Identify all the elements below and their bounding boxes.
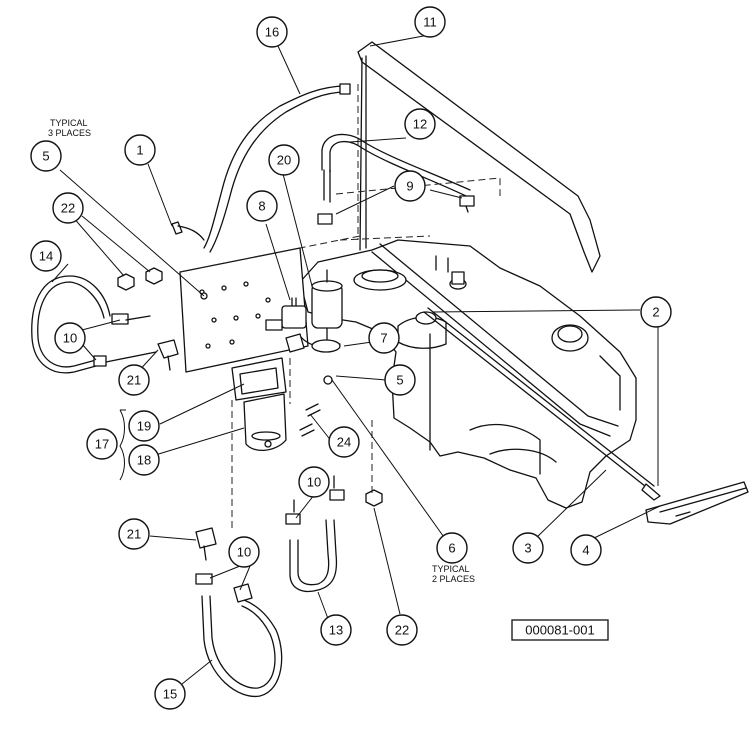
clamp-9	[317, 195, 475, 225]
fuel-pump	[265, 297, 341, 353]
callout-label: 9	[406, 179, 413, 194]
callout-10a: 10	[54, 322, 86, 354]
callout-5: 5	[30, 140, 62, 172]
callout-12: 12	[404, 108, 436, 140]
callout-label: 5	[396, 373, 403, 388]
drawing-number: 000081-001	[525, 623, 594, 638]
callout-15: 15	[154, 678, 186, 710]
callout-label: 1	[136, 143, 143, 158]
callout-22a: 22	[52, 192, 84, 224]
callout-21a: 21	[118, 364, 150, 396]
callout-14: 14	[30, 240, 62, 272]
callout-10c: 10	[298, 466, 330, 498]
callout-4: 4	[570, 534, 602, 566]
callout-label: 24	[337, 435, 351, 450]
hose-14	[37, 281, 105, 368]
leader-lines	[51, 33, 661, 685]
callout-label: 7	[380, 331, 387, 346]
fuel-filter	[311, 269, 343, 341]
hose-13	[289, 519, 338, 593]
callout-label: 22	[61, 201, 75, 216]
hose-15	[201, 595, 283, 698]
typical-2-places-line1: TYPICAL	[432, 564, 470, 574]
typical-3-places-line2: 3 PLACES	[48, 128, 91, 138]
callout-label: 10	[63, 331, 77, 346]
typical-2-places-line2: 2 PLACES	[432, 574, 475, 584]
fitting-21	[157, 339, 217, 561]
callout-label: 10	[237, 545, 251, 560]
fuel-tank	[299, 239, 637, 509]
callout-9: 9	[394, 170, 426, 202]
callout-18: 18	[128, 444, 160, 476]
typical-3-places-line1: TYPICAL	[50, 118, 88, 128]
callout-label: 22	[395, 623, 409, 638]
callout-24: 24	[328, 426, 360, 458]
callout-label: 13	[329, 623, 343, 638]
hold-down-rod	[423, 307, 661, 501]
alignment-lines	[179, 84, 501, 532]
callout-label: 5	[42, 149, 49, 164]
callout-21b: 21	[118, 518, 150, 550]
callout-3: 3	[512, 532, 544, 564]
tank-bracket	[645, 481, 749, 525]
callout-11: 11	[414, 6, 446, 38]
callout-13: 13	[320, 614, 352, 646]
callout-label: 11	[423, 15, 437, 30]
callout-label: 10	[307, 475, 321, 490]
callout-label: 14	[39, 249, 53, 264]
callout-19: 19	[128, 410, 160, 442]
callout-6: 6	[436, 532, 468, 564]
callout-label: 12	[413, 117, 427, 132]
drawing-number-box: 000081-001	[511, 619, 609, 641]
callout-20: 20	[268, 144, 300, 176]
callout-label: 8	[258, 199, 265, 214]
fuel-water-separator	[231, 357, 287, 451]
callout-5b: 5	[384, 364, 416, 396]
callout-1: 1	[124, 134, 156, 166]
hose-16	[203, 85, 347, 249]
clip-1	[171, 221, 205, 241]
callout-16: 16	[256, 16, 288, 48]
callout-label: 3	[524, 541, 531, 556]
callout-7: 7	[368, 322, 400, 354]
callout-22b: 22	[386, 614, 418, 646]
hose-12	[321, 133, 471, 191]
callout-label: 4	[582, 543, 589, 558]
callout-label: 20	[277, 153, 291, 168]
callout-label: 21	[127, 373, 141, 388]
callout-label: 15	[163, 687, 177, 702]
callout-8: 8	[246, 190, 278, 222]
callout-2: 2	[640, 296, 672, 328]
callout-label: 2	[652, 305, 659, 320]
tank-strap	[357, 41, 601, 273]
callout-label: 16	[265, 25, 279, 40]
callout-label: 19	[137, 419, 151, 434]
callout-17: 17	[86, 428, 118, 460]
callout-label: 17	[95, 437, 109, 452]
callout-label: 18	[137, 453, 151, 468]
callout-label: 6	[448, 541, 455, 556]
callout-label: 21	[127, 527, 141, 542]
callout-10b: 10	[228, 536, 260, 568]
